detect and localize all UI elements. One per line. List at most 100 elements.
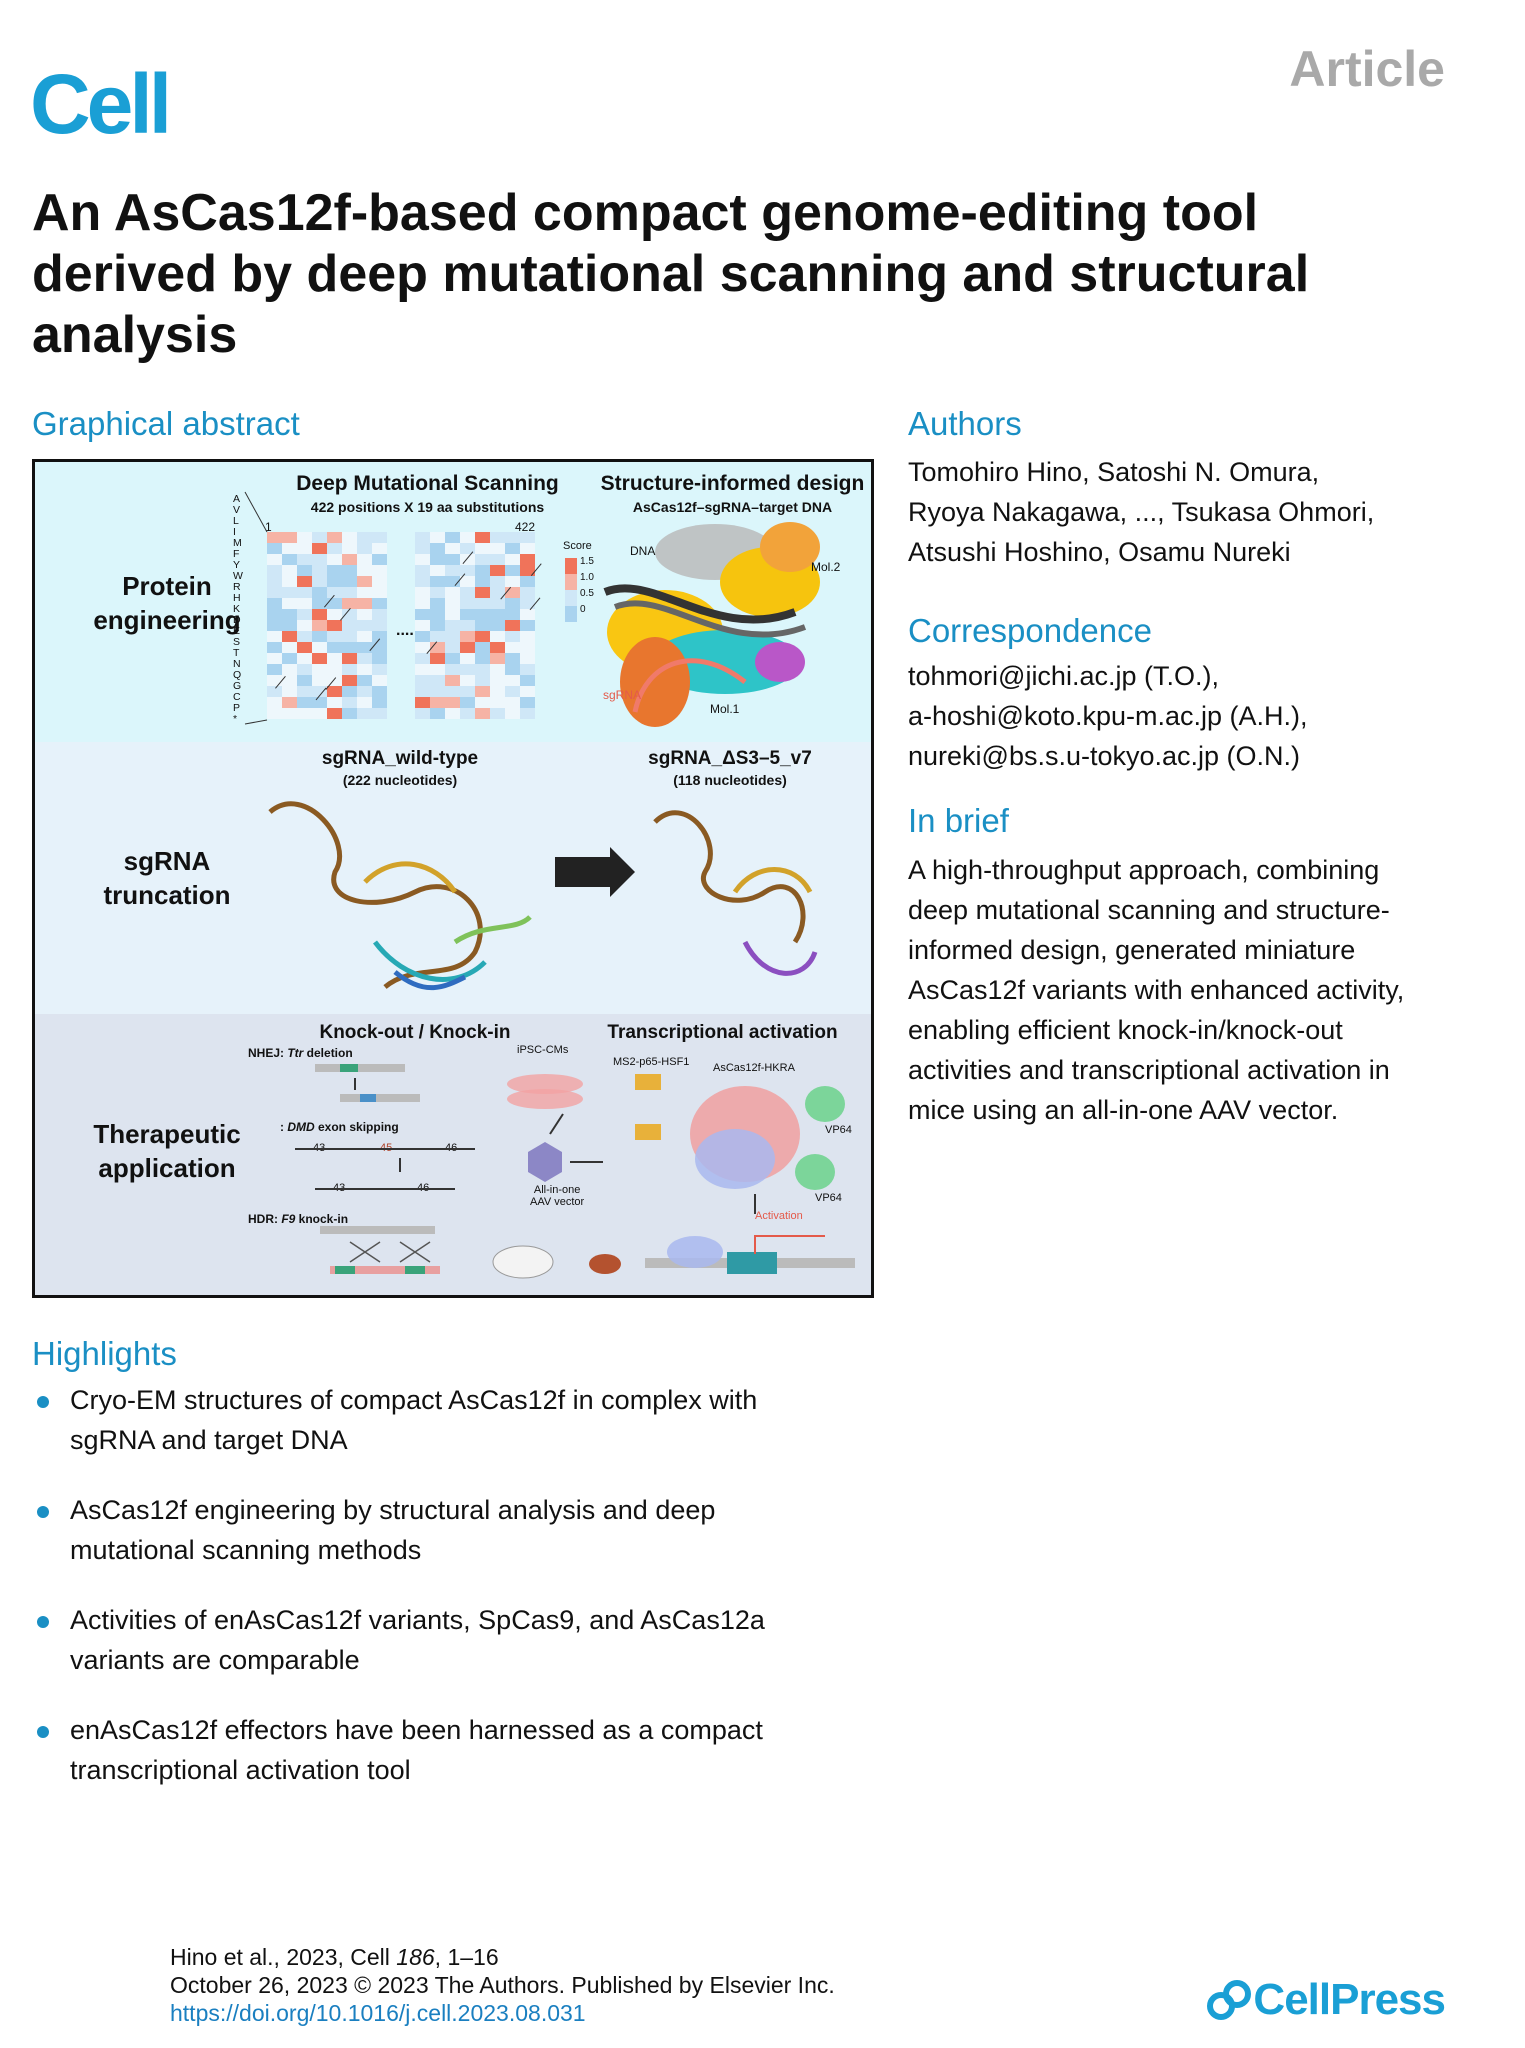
heatmap-cell (282, 708, 297, 719)
heatmap-cell (282, 609, 297, 620)
heatmap-cell (415, 675, 430, 686)
heatmap-cell (342, 675, 357, 686)
heatmap-cell (267, 653, 282, 664)
citation-footer: Hino et al., 2023, Cell 186, 1–16 Octobe… (170, 1943, 835, 2027)
heatmap-cell (505, 576, 520, 587)
heatmap-cell (267, 598, 282, 609)
hdr-prefix: HDR: (248, 1212, 282, 1226)
authors-line: Atsushi Hoshino, Osamu Nureki (908, 537, 1291, 567)
sgrna-v7-subtitle: (118 nucleotides) (673, 772, 787, 788)
heatmap-cell (327, 664, 342, 675)
heatmap-cell (297, 642, 312, 653)
heatmap-cell (372, 598, 387, 609)
heatmap-cell (475, 708, 490, 719)
heatmap-cell (475, 631, 490, 642)
heatmap-cell (357, 653, 372, 664)
email-link[interactable]: nureki@bs.s.u-tokyo.ac.jp (O.N.) (908, 741, 1301, 771)
heatmap-cell (475, 565, 490, 576)
heatmap-cell (357, 598, 372, 609)
vp64-label: VP64 (825, 1124, 852, 1136)
heatmap-cell (460, 708, 475, 719)
nhej-gene: Ttr (287, 1046, 304, 1060)
heatmap-cell (267, 554, 282, 565)
heatmap-cell (327, 565, 342, 576)
heatmap-cell (415, 576, 430, 587)
sgrna-structures-graphic (268, 801, 818, 991)
heatmap-cell (415, 697, 430, 708)
heatmap-cell (372, 675, 387, 686)
heatmap-cell (445, 565, 460, 576)
heatmap-cell (475, 587, 490, 598)
heatmap-cell (445, 554, 460, 565)
heatmap-cell (475, 576, 490, 587)
heatmap-cell (372, 697, 387, 708)
score-legend-swatch (565, 574, 577, 590)
heatmap-cell (327, 653, 342, 664)
cellpress-logo: CellPress (1207, 1978, 1446, 2022)
heatmap-cell (327, 620, 342, 631)
wild-type-marker (325, 677, 337, 690)
amino-acid-label: * (233, 713, 238, 725)
heatmap-cell (475, 697, 490, 708)
heatmap-cell (430, 565, 445, 576)
dmd-prefix: : (280, 1120, 288, 1134)
wild-type-marker (530, 563, 542, 577)
amino-acid-label: H (233, 592, 241, 604)
wild-type-marker (340, 607, 351, 621)
heatmap-cell (505, 620, 520, 631)
heatmap-cell (312, 609, 327, 620)
heatmap-cell (342, 664, 357, 675)
heatmap-cell (460, 543, 475, 554)
graphical-abstract-heading: Graphical abstract (32, 405, 300, 442)
doi-link[interactable]: https://doi.org/10.1016/j.cell.2023.08.0… (170, 2000, 586, 2026)
heatmap-cell (297, 554, 312, 565)
amino-acid-label: V (233, 504, 241, 516)
aav-label-line: All-in-one (533, 1184, 581, 1196)
row-label-line: sgRNA (123, 846, 211, 876)
heatmap-cell (475, 653, 490, 664)
heatmap-cell (430, 620, 445, 631)
row-label-line: truncation (103, 880, 231, 910)
heatmap-cell (445, 620, 460, 631)
heatmap-cell (357, 587, 372, 598)
heatmap-cell (460, 565, 475, 576)
row-label-line: application (98, 1153, 236, 1183)
heatmap-cell (445, 543, 460, 554)
score-tick: 0.5 (580, 588, 594, 599)
heatmap-cell (372, 554, 387, 565)
heatmap-cell (520, 576, 535, 587)
heatmap-cell (445, 532, 460, 543)
heatmap-cell (267, 620, 282, 631)
dmd-suffix: exon skipping (314, 1120, 399, 1134)
heatmap-cell (415, 532, 430, 543)
email-link[interactable]: a-hoshi@koto.kpu-m.ac.jp (A.H.), (908, 701, 1308, 731)
wild-type-marker (454, 573, 466, 586)
graphical-abstract-figure: Protein engineering Deep Mutational Scan… (32, 459, 874, 1298)
heatmap-cell (490, 675, 505, 686)
heatmap-cell (282, 554, 297, 565)
in-brief-text: A high-throughput approach, combining de… (908, 850, 1404, 1130)
heatmap-cell (520, 675, 535, 686)
heatmap-cell (415, 554, 430, 565)
amino-acid-label: L (233, 515, 239, 527)
heatmap-cell (312, 532, 327, 543)
heatmap-cell (490, 664, 505, 675)
email-link[interactable]: tohmori@jichi.ac.jp (T.O.), (908, 661, 1219, 691)
heatmap-cell (342, 653, 357, 664)
heatmap-cell (475, 620, 490, 631)
activation-label: Activation (755, 1210, 803, 1222)
score-legend-swatch (565, 606, 577, 622)
heatmap-cell (475, 686, 490, 697)
heatmap-cell (520, 565, 535, 576)
heatmap-cell (505, 631, 520, 642)
heatmap-cell (505, 565, 520, 576)
heatmap-cell (327, 554, 342, 565)
row-label-line: Protein (122, 571, 212, 601)
amino-acid-label: S (233, 636, 241, 648)
heatmap-cell (297, 598, 312, 609)
heatmap-cell (312, 598, 327, 609)
heatmap-cell (460, 609, 475, 620)
heatmap-cell (372, 576, 387, 587)
heatmap-cell (372, 543, 387, 554)
amino-acid-label: R (233, 581, 241, 593)
